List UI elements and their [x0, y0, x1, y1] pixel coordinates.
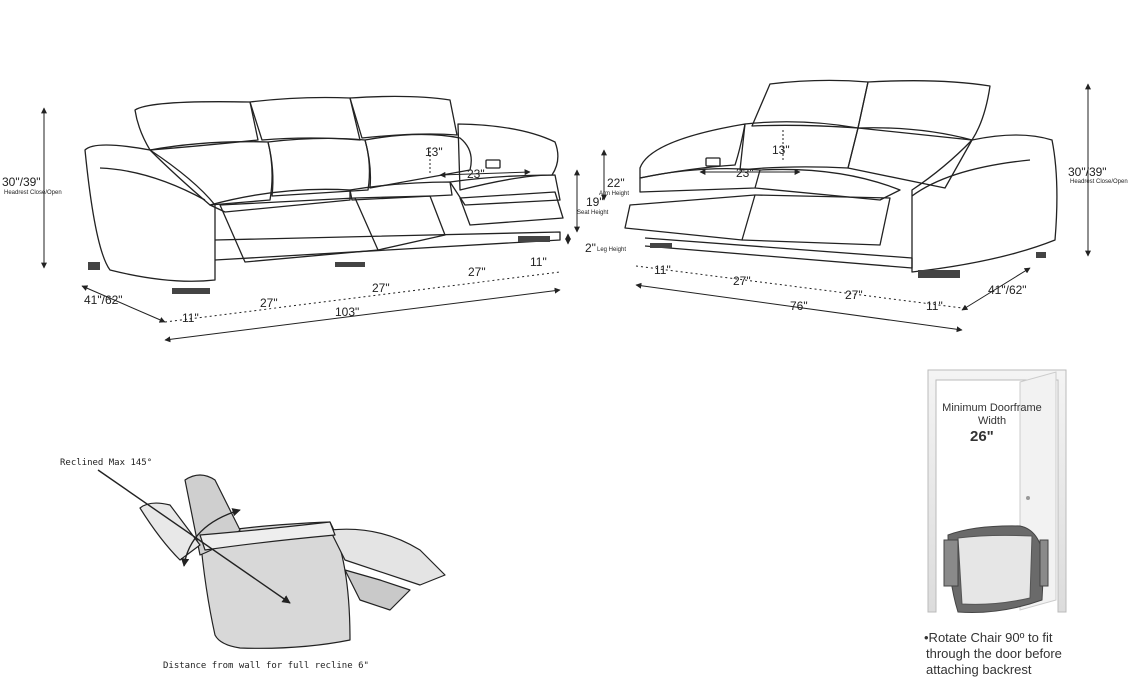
door-note-line1: •Rotate Chair 90º to fit [924, 630, 1053, 645]
left-seat-width-c: 27" [468, 265, 486, 279]
left-seat-depth-label: 23" [467, 167, 485, 181]
left-sofa-dimensions [41, 107, 561, 343]
right-total-width: 76" [790, 299, 808, 313]
arm-height-sub: Arm Height [599, 191, 629, 197]
left-arm-width: 11" [182, 311, 199, 325]
leg-height-sub: Leg Height [597, 247, 626, 253]
left-headrest-label: 13" [425, 145, 443, 159]
leg-height-value: 2" [585, 241, 596, 255]
right-height-sub: Headrest Close/Open [1070, 179, 1128, 185]
right-arm-width-right: 11" [926, 299, 943, 313]
right-sofa-dimensions [635, 83, 1091, 333]
seat-height-sub: Seat Height [577, 210, 609, 216]
door-note-line2: through the door before [926, 646, 1062, 661]
middle-dimensions [565, 149, 607, 245]
left-height-sub: Headrest Close/Open [4, 190, 62, 196]
recliner-side-view [139, 474, 446, 649]
left-arm-width-right: 11" [530, 255, 547, 269]
three-seat-sofa-drawing [84, 95, 564, 294]
door-title-line2: Width [978, 415, 1006, 427]
left-height-label: 30"/39" [2, 175, 41, 189]
seat-height-value: 19" [586, 195, 604, 209]
left-seat-width-b: 27" [372, 281, 390, 295]
right-headrest-label: 13" [772, 143, 790, 157]
left-total-width: 103" [335, 305, 359, 319]
left-seat-width-a: 27" [260, 296, 278, 310]
right-height-label: 30"/39" [1068, 165, 1107, 179]
door-width-value: 26" [970, 428, 994, 445]
right-depth-label: 41"/62" [988, 283, 1027, 297]
right-seat-depth-label: 23" [736, 166, 754, 180]
recline-angle-label: Reclined Max 145° [60, 458, 152, 468]
doorframe-illustration [922, 365, 1072, 615]
right-seat-width-b: 27" [845, 288, 863, 302]
wall-distance-label: Distance from wall for full recline 6" [163, 661, 369, 671]
left-depth-label: 41"/62" [84, 293, 123, 307]
arm-height-value: 22" [607, 176, 625, 190]
recline-arrows [97, 469, 291, 604]
right-arm-width-left: 11" [654, 263, 671, 277]
loveseat-drawing [624, 79, 1058, 278]
right-seat-width-a: 27" [733, 274, 751, 288]
door-title-line1: Minimum Doorframe [942, 402, 1042, 414]
door-note-line3: attaching backrest [926, 662, 1032, 677]
